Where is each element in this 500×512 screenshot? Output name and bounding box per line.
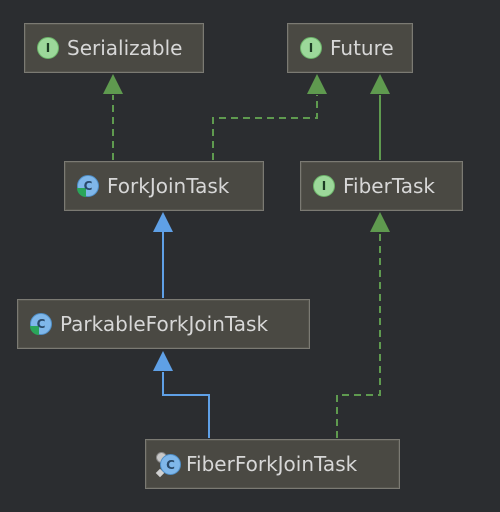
interface-icon: I <box>37 37 59 59</box>
node-label: FiberForkJoinTask <box>186 452 358 476</box>
arrowhead-forkjointask <box>153 212 173 232</box>
edge-fiberforkjointask-fibertask <box>336 232 381 438</box>
arrowhead-serializable <box>103 74 123 94</box>
class-icon: C <box>155 452 181 478</box>
class-badge: C <box>160 454 181 475</box>
interface-icon: I <box>300 37 322 59</box>
edge-forkjointask-future <box>212 95 318 160</box>
node-forkjointask[interactable]: C ForkJoinTask <box>64 161 264 211</box>
node-label: ParkableForkJoinTask <box>60 312 269 336</box>
node-future[interactable]: I Future <box>287 23 413 73</box>
arrowhead-parkable <box>153 351 173 371</box>
arrowhead-fibertask <box>370 212 390 232</box>
node-label: FiberTask <box>343 174 435 198</box>
node-serializable[interactable]: I Serializable <box>24 23 204 73</box>
edge-fiberforkjointask-parkable <box>162 372 210 438</box>
arrowhead-future-left <box>307 74 327 94</box>
node-label: Future <box>330 36 394 60</box>
arrowhead-future-right <box>370 74 390 94</box>
node-parkableforkjointask[interactable]: C ParkableForkJoinTask <box>17 299 310 349</box>
abstract-class-icon: C <box>30 313 52 335</box>
abstract-class-icon: C <box>77 175 99 197</box>
interface-icon: I <box>313 175 335 197</box>
node-fiberforkjointask[interactable]: C FiberForkJoinTask <box>145 439 400 489</box>
node-fibertask[interactable]: I FiberTask <box>300 161 463 211</box>
node-label: Serializable <box>67 36 183 60</box>
node-label: ForkJoinTask <box>107 174 230 198</box>
